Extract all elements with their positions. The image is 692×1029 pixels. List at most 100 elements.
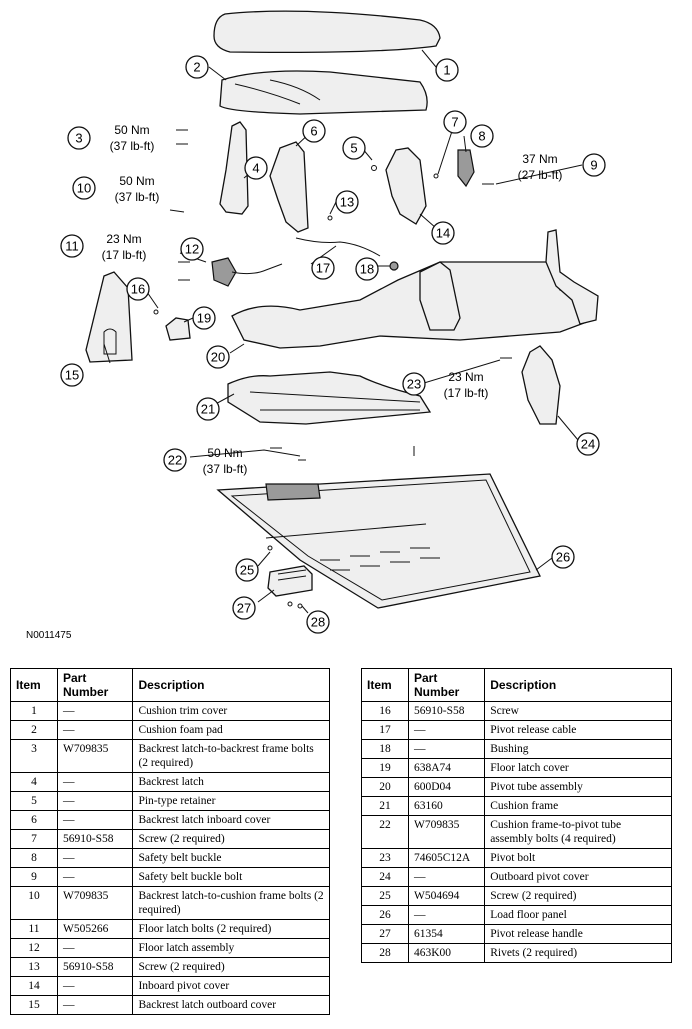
- cell-description: Pin-type retainer: [132, 791, 330, 811]
- cell-part-number: —: [56, 867, 134, 887]
- cell-item: 8: [10, 848, 58, 868]
- callout-7: 7: [443, 110, 467, 134]
- callout-20: 20: [206, 345, 230, 369]
- cell-description: Inboard pivot cover: [132, 976, 330, 996]
- cell-part-number: 61354: [407, 924, 486, 944]
- cell-part-number: —: [407, 867, 486, 887]
- table-row: 4—Backrest latch: [10, 772, 330, 792]
- cell-item: 2: [10, 720, 58, 740]
- svg-text:2: 2: [193, 60, 200, 75]
- cell-part-number: 600D04: [407, 777, 486, 797]
- backrest-latch-outboard-cover-shape: [85, 271, 133, 363]
- svg-text:12: 12: [185, 242, 199, 257]
- svg-text:(37 lb-ft): (37 lb-ft): [115, 190, 160, 204]
- svg-text:23 Nm: 23 Nm: [106, 232, 141, 246]
- cell-description: Floor latch assembly: [132, 938, 330, 958]
- cell-description: Rivets (2 required): [484, 943, 672, 963]
- seat-back-frame-shape: [419, 261, 461, 331]
- cell-item: 11: [10, 919, 58, 939]
- cell-item: 27: [361, 924, 409, 944]
- svg-text:8: 8: [478, 129, 485, 144]
- svg-text:17: 17: [316, 261, 330, 276]
- table-row: 17—Pivot release cable: [361, 720, 672, 740]
- callout-22: 22: [163, 448, 187, 472]
- svg-text:50 Nm: 50 Nm: [119, 174, 154, 188]
- cell-item: 16: [361, 701, 409, 721]
- torque-label-3: 50 Nm (37 lb-ft): [110, 123, 155, 153]
- table-row: 5—Pin-type retainer: [10, 791, 330, 811]
- cell-description: Backrest latch: [132, 772, 330, 792]
- svg-text:21: 21: [201, 402, 215, 417]
- svg-text:11: 11: [65, 239, 79, 254]
- torque-label-23: 23 Nm (17 lb-ft): [444, 370, 489, 400]
- cell-description: Cushion foam pad: [132, 720, 330, 740]
- backrest-latch-inboard-cover-shape: [269, 141, 309, 233]
- cell-part-number: 56910-S58: [407, 701, 486, 721]
- svg-text:15: 15: [65, 368, 79, 383]
- floor-latch-assembly-shape: [211, 257, 237, 287]
- safety-belt-buckle-shape: [457, 149, 475, 188]
- svg-text:27: 27: [237, 601, 251, 616]
- parts-table-left: Item Part Number Description 1—Cushion t…: [10, 668, 330, 1015]
- cushion-frame-shape: [227, 371, 432, 425]
- svg-text:25: 25: [240, 563, 254, 578]
- callout-6: 6: [302, 119, 326, 143]
- cell-part-number: —: [56, 772, 134, 792]
- pivot-release-cable-shape: [295, 237, 381, 257]
- svg-text:6: 6: [310, 124, 317, 139]
- table-row: 24—Outboard pivot cover: [361, 867, 672, 887]
- cell-item: 21: [361, 796, 409, 816]
- header-part-number: Part Number: [407, 668, 486, 702]
- cell-part-number: 56910-S58: [56, 957, 134, 977]
- cell-item: 12: [10, 938, 58, 958]
- cell-item: 28: [361, 943, 409, 963]
- cell-description: Cushion frame: [484, 796, 672, 816]
- cell-description: Bushing: [484, 739, 672, 759]
- cell-description: Backrest latch-to-cushion frame bolts (2…: [132, 886, 330, 920]
- cell-part-number: 74605C12A: [407, 848, 486, 868]
- callout-17: 17: [311, 256, 335, 280]
- callout-8: 8: [470, 124, 494, 148]
- svg-text:(27 lb-ft): (27 lb-ft): [518, 168, 563, 182]
- callout-19: 19: [192, 306, 216, 330]
- svg-text:(37 lb-ft): (37 lb-ft): [110, 139, 155, 153]
- cell-description: Safety belt buckle: [132, 848, 330, 868]
- callout-16: 16: [126, 277, 150, 301]
- cell-item: 1: [10, 701, 58, 721]
- svg-text:18: 18: [360, 262, 374, 277]
- cell-item: 24: [361, 867, 409, 887]
- cell-part-number: W709835: [407, 815, 486, 849]
- cell-item: 9: [10, 867, 58, 887]
- outboard-pivot-cover-shape: [521, 345, 561, 425]
- cell-description: Safety belt buckle bolt: [132, 867, 330, 887]
- cell-description: Cushion frame-to-pivot tube assembly bol…: [484, 815, 672, 849]
- table-header-row: Item Part Number Description: [10, 668, 330, 702]
- torque-label-11: 23 Nm (17 lb-ft): [102, 232, 147, 262]
- table-row: 12—Floor latch assembly: [10, 938, 330, 958]
- pivot-tube-assembly-shape: [231, 261, 597, 349]
- table-row: 6—Backrest latch inboard cover: [10, 810, 330, 830]
- load-floor-panel-shape: [216, 473, 541, 609]
- cell-description: Pivot tube assembly: [484, 777, 672, 797]
- svg-text:(17 lb-ft): (17 lb-ft): [444, 386, 489, 400]
- cell-item: 3: [10, 739, 58, 773]
- callout-25: 25: [235, 558, 259, 582]
- table-row: 15—Backrest latch outboard cover: [10, 995, 330, 1015]
- callout-4: 4: [244, 156, 268, 180]
- svg-text:50 Nm: 50 Nm: [207, 446, 242, 460]
- svg-text:20: 20: [211, 350, 225, 365]
- svg-text:10: 10: [77, 181, 91, 196]
- cell-part-number: 56910-S58: [56, 829, 134, 849]
- table-row: 26—Load floor panel: [361, 905, 672, 925]
- svg-text:22: 22: [168, 453, 182, 468]
